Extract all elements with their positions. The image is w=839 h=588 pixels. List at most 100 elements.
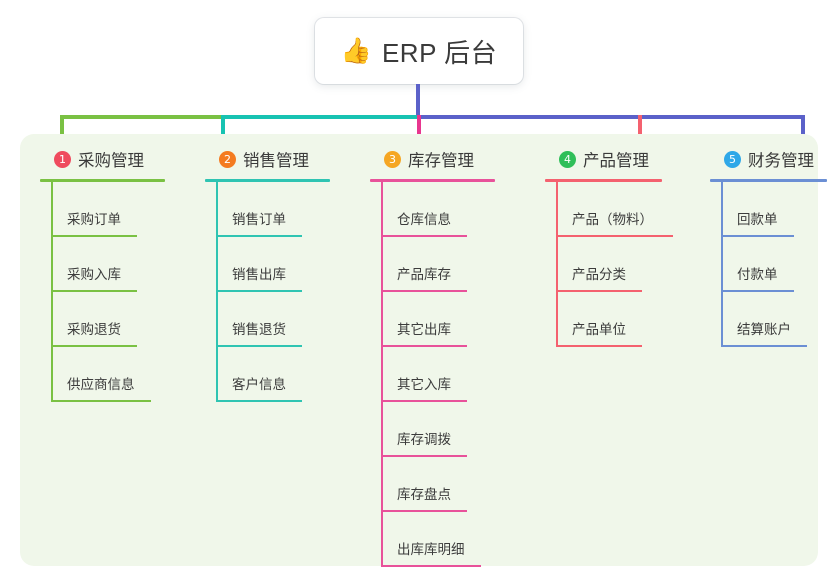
branch-spine-product — [556, 182, 558, 347]
branch-number-badge-inventory: 3 — [384, 150, 401, 168]
branch-item[interactable]: 回款单 — [710, 182, 827, 237]
branch-item[interactable]: 出库库明细 — [370, 512, 495, 567]
branch-item[interactable]: 销售退货 — [205, 292, 330, 347]
branch-item-label: 产品（物料） — [572, 212, 653, 227]
branch-item-label: 付款单 — [737, 267, 778, 282]
branch-spine-inventory — [381, 182, 383, 567]
branch-spine-purchase — [51, 182, 53, 402]
branch-items-product: 产品（物料） 产品分类产品单位 — [545, 182, 673, 347]
branch-title-product: 产品管理 — [583, 152, 649, 170]
branch-item-label: 产品库存 — [397, 267, 451, 282]
branch-item[interactable]: 产品分类 — [545, 237, 662, 292]
branch-underline-finance — [710, 179, 827, 182]
branch-item[interactable]: 其它入库 — [370, 347, 495, 402]
stub-purchase — [60, 115, 64, 146]
branch-title-sales: 销售管理 — [243, 152, 309, 170]
branch-item[interactable]: 产品库存 — [370, 237, 495, 292]
stub-inventory — [417, 115, 421, 146]
branch-item-underline — [381, 290, 467, 292]
branch-item-label: 仓库信息 — [397, 212, 451, 227]
stub-finance — [801, 115, 805, 146]
branch-item[interactable]: 结算账户 — [710, 292, 827, 347]
branch-items-inventory: 仓库信息产品库存其它出库其它入库库存调拨库存盘点出库库明细 — [370, 182, 495, 567]
branch-item-label: 采购入库 — [67, 267, 121, 282]
branch-item[interactable]: 仓库信息 — [370, 182, 495, 237]
branch-item-underline — [556, 345, 642, 347]
branch-underline-product — [545, 179, 662, 182]
root-node-card[interactable]: 👍 ERP 后台 — [315, 18, 523, 84]
branch-item-underline — [556, 290, 642, 292]
branch-item-underline — [216, 400, 302, 402]
branch-title-finance: 财务管理 — [748, 152, 814, 170]
branch-item[interactable]: 客户信息 — [205, 347, 330, 402]
branch-title-purchase: 采购管理 — [78, 152, 144, 170]
trunk-connector — [416, 84, 420, 117]
branch-item-label: 销售退货 — [232, 322, 286, 337]
branch-item-label: 销售出库 — [232, 267, 286, 282]
branch-item-underline — [721, 290, 794, 292]
branch-item-underline — [381, 510, 467, 512]
branch-item-underline — [51, 345, 137, 347]
branch-underline-purchase — [40, 179, 165, 182]
branch-item-label: 销售订单 — [232, 212, 286, 227]
branch-header-sales[interactable]: 2 销售管理 — [205, 144, 330, 174]
branch-item[interactable]: 库存盘点 — [370, 457, 495, 512]
branch-underline-sales — [205, 179, 330, 182]
branch-item[interactable]: 采购入库 — [40, 237, 165, 292]
branch-item[interactable]: 采购退货 — [40, 292, 165, 347]
branch-item[interactable]: 产品（物料） — [545, 182, 673, 237]
branch-item-underline — [51, 235, 137, 237]
branch-item-underline — [721, 345, 807, 347]
branch-item[interactable]: 销售出库 — [205, 237, 330, 292]
branch-item-label: 产品单位 — [572, 322, 626, 337]
branch-item[interactable]: 其它出库 — [370, 292, 495, 347]
branch-item-label: 库存调拨 — [397, 432, 451, 447]
branch-item-label: 出库库明细 — [397, 542, 465, 557]
branch-number-badge-finance: 5 — [724, 150, 741, 168]
branch-item-underline — [381, 565, 481, 567]
branch-item-underline — [721, 235, 794, 237]
bus-segment-inventory-to-finance — [418, 115, 803, 119]
bus-segment-sales — [223, 115, 418, 119]
branch-item-underline — [216, 290, 302, 292]
branch-header-finance[interactable]: 5 财务管理 — [710, 144, 827, 174]
branch-spine-sales — [216, 182, 218, 402]
branch-item-label: 其它出库 — [397, 322, 451, 337]
branch-item-label: 采购订单 — [67, 212, 121, 227]
branch-item-underline — [381, 400, 467, 402]
branch-column-inventory: 3 库存管理仓库信息产品库存其它出库其它入库库存调拨库存盘点出库库明细 — [370, 144, 495, 567]
branch-spine-finance — [721, 182, 723, 347]
branch-item-label: 结算账户 — [737, 322, 791, 337]
branch-item[interactable]: 付款单 — [710, 237, 827, 292]
branch-items-finance: 回款单付款单结算账户 — [710, 182, 827, 347]
branch-items-sales: 销售订单销售出库销售退货客户信息 — [205, 182, 330, 402]
branch-item[interactable]: 产品单位 — [545, 292, 662, 347]
branch-item-underline — [556, 235, 673, 237]
branch-header-inventory[interactable]: 3 库存管理 — [370, 144, 495, 174]
root-node-label: ERP 后台 — [381, 37, 498, 68]
branch-items-purchase: 采购订单采购入库采购退货供应商信息 — [40, 182, 165, 402]
branch-item-underline — [381, 235, 467, 237]
branch-column-sales: 2 销售管理销售订单销售出库销售退货客户信息 — [205, 144, 330, 402]
branch-item-label: 采购退货 — [67, 322, 121, 337]
stub-product — [638, 115, 642, 146]
branch-item[interactable]: 库存调拨 — [370, 402, 495, 457]
bus-segment-purchase — [60, 115, 223, 119]
branch-title-inventory: 库存管理 — [408, 152, 474, 170]
branch-item[interactable]: 采购订单 — [40, 182, 165, 237]
branch-item-underline — [381, 345, 467, 347]
branch-number-badge-sales: 2 — [219, 150, 236, 168]
branch-item-label: 库存盘点 — [397, 487, 451, 502]
stub-sales — [221, 115, 225, 146]
branch-item-underline — [381, 455, 467, 457]
branch-item[interactable]: 供应商信息 — [40, 347, 165, 402]
branch-item[interactable]: 销售订单 — [205, 182, 330, 237]
branch-underline-inventory — [370, 179, 495, 182]
branch-item-label: 其它入库 — [397, 377, 451, 392]
